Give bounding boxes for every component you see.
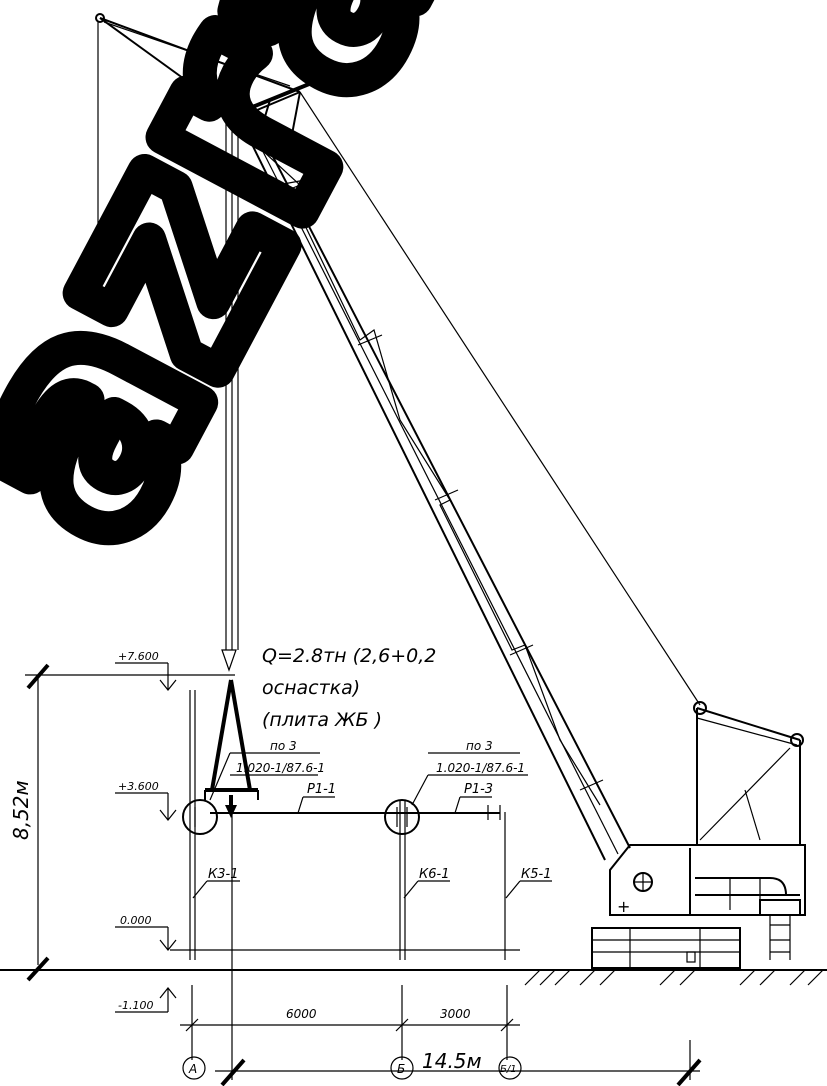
- elevation-bottom: -1.100: [118, 999, 153, 1012]
- height-dimension: [25, 663, 235, 982]
- column-label-1: К3-1: [208, 867, 238, 882]
- axis-label-b1: Б/1: [500, 1064, 517, 1075]
- callout-leaders: [192, 752, 552, 899]
- hoist-rope: [221, 122, 239, 672]
- column-label-3: К5-1: [521, 867, 551, 882]
- elevation-zero: 0.000: [120, 914, 152, 927]
- elevation-mid: +3.600: [118, 780, 159, 793]
- axis-label-a: А: [188, 1062, 197, 1076]
- building-frame: [170, 690, 520, 1060]
- callout-left-spec: 1.020-1/87.6-1: [236, 761, 325, 775]
- reach-dimension-label: 14.5м: [422, 1049, 482, 1073]
- load-note-line3: (плита ЖБ ): [262, 709, 382, 731]
- crane-body: +: [609, 701, 806, 960]
- load-note-line1: Q=2.8тн (2,6+0,2: [262, 645, 436, 667]
- span-b-b1-label: 3000: [440, 1007, 471, 1021]
- elevation-top: +7.600: [118, 650, 159, 663]
- beam-label-1: Р1-1: [307, 782, 336, 797]
- axis-label-b: Б: [397, 1062, 405, 1076]
- height-dimension-label: 8,52м: [9, 780, 33, 840]
- svg-text:+: +: [617, 897, 630, 916]
- callout-left-pos: по 3: [270, 739, 297, 753]
- crane-boom: [229, 91, 701, 861]
- sling-and-panel: [204, 679, 259, 818]
- watermark-text: azrabotka: [0, 0, 827, 604]
- load-note-line2: оснастка): [262, 677, 360, 699]
- crawler-tracks: [591, 927, 741, 969]
- axis-bubbles: [182, 1056, 522, 1080]
- elevation-marks: [115, 662, 177, 1013]
- column-label-2: К6-1: [419, 867, 449, 882]
- jib-hook: [91, 22, 107, 258]
- ground-line: [0, 969, 827, 986]
- span-dimensions: [180, 1018, 520, 1032]
- crane-jib: [95, 13, 325, 146]
- span-a-b-label: 6000: [286, 1007, 317, 1021]
- reach-dimension: [215, 812, 702, 1086]
- callout-right-spec: 1.020-1/87.6-1: [436, 761, 525, 775]
- beam-label-2: Р1-3: [464, 782, 493, 797]
- callout-right-pos: по 3: [466, 739, 493, 753]
